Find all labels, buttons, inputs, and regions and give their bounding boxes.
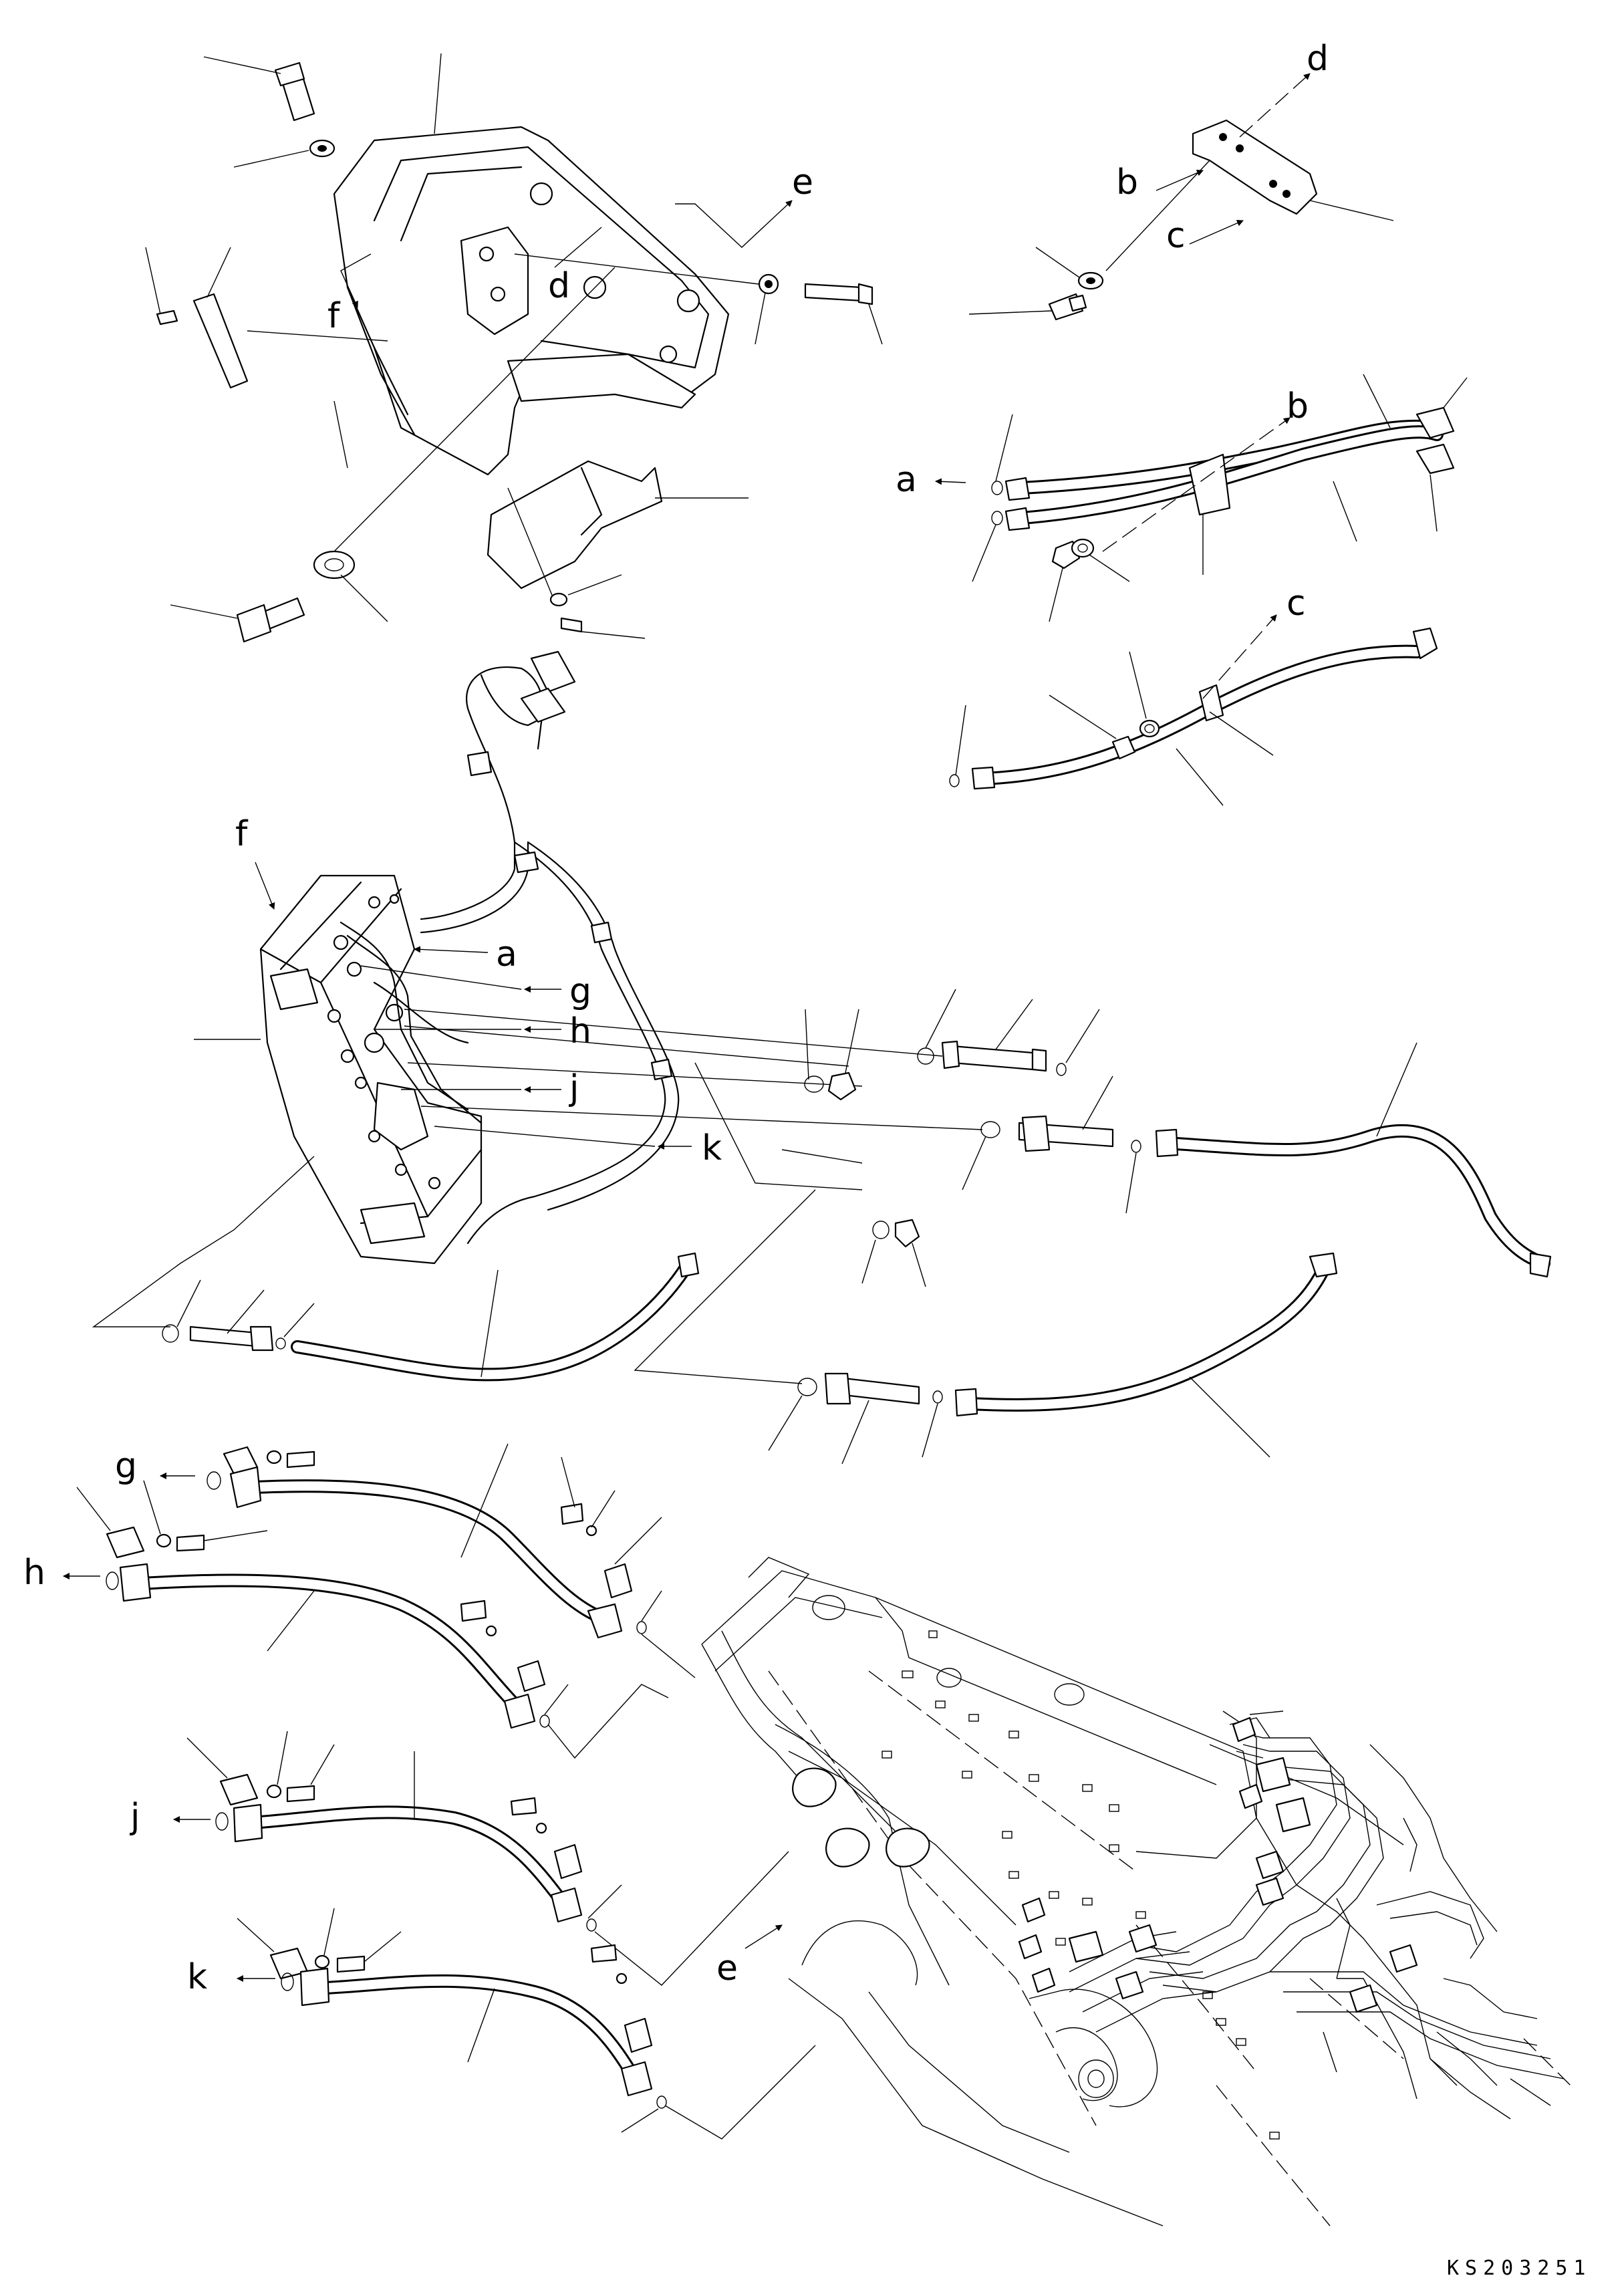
callout-h-lower: h: [23, 1553, 100, 1593]
svg-text:g: g: [115, 1446, 137, 1486]
hose-nut-upper: [1049, 538, 1130, 622]
valve-port-leader-2: [404, 1025, 849, 1067]
svg-text:h: h: [569, 1011, 591, 1051]
svg-text:f: f: [327, 296, 341, 336]
main-hose-lower: [954, 1252, 1338, 1458]
adapter-fitting-middle: [962, 1075, 1141, 1214]
svg-text:c: c: [1166, 216, 1186, 256]
bracket-washer-bottom: [313, 267, 616, 622]
hose-assembly-j: [186, 1731, 789, 1986]
callout-f-valve: f: [235, 814, 275, 910]
callout-c-hoses: c: [1202, 584, 1306, 699]
clamp-bolt: [968, 293, 1087, 321]
valve-port-leader-3: [407, 1062, 863, 1087]
callout-d-bracket: d: [1239, 39, 1329, 138]
svg-text:a: a: [496, 934, 517, 975]
svg-text:b: b: [1287, 386, 1309, 426]
control-valve-block: [92, 874, 483, 1327]
clamp-plate-left: [145, 247, 388, 389]
callout-a-hoses: a: [896, 460, 966, 500]
valve-mounting-bracket: [333, 53, 730, 476]
bracket-bolt-right: [804, 283, 883, 345]
callout-e-top: e: [675, 162, 813, 248]
svg-text:g: g: [569, 971, 591, 1011]
callout-h-valve: h: [374, 1011, 591, 1051]
callout-e-frame: e: [716, 1924, 783, 1989]
elbow-plug-set: [861, 1219, 926, 1287]
pilot-hose-pair: [1004, 374, 1468, 575]
adapter-fitting-lower: [634, 1189, 943, 1464]
svg-text:k: k: [702, 1128, 722, 1168]
svg-text:e: e: [716, 1948, 738, 1989]
callout-g-valve: g: [360, 965, 591, 1011]
bracket-washer-top: [233, 139, 335, 168]
svg-text:d: d: [1307, 39, 1329, 79]
callout-k-valve: k: [434, 1126, 722, 1168]
svg-text:d: d: [548, 266, 570, 306]
main-hose-left: [291, 1252, 700, 1382]
svg-text:f: f: [235, 814, 249, 854]
callout-a-valve: a: [414, 934, 517, 975]
valve-port-leader-6: [781, 1149, 863, 1164]
pilot-hose-orings: [972, 414, 1013, 582]
clamp-washer: [1035, 247, 1104, 290]
callout-d-top: d: [548, 227, 602, 306]
svg-text:e: e: [792, 162, 813, 203]
callout-k-lower: k: [187, 1957, 275, 1997]
wiring-harness: [420, 650, 680, 1245]
svg-text:c: c: [1287, 584, 1306, 624]
frame-hydraulic-piping: [1018, 1710, 1565, 2106]
hose-g-washer-set: [76, 1480, 268, 1559]
svg-text:k: k: [187, 1957, 207, 1997]
callout-b-hoses: b: [1102, 386, 1309, 552]
hose-assembly-h: [106, 1563, 669, 1759]
svg-text:j: j: [569, 1068, 579, 1108]
callout-c-bracket: c: [1166, 216, 1244, 256]
valve-port-leader-1: [404, 1009, 943, 1057]
cover-small-bolt: [549, 574, 646, 639]
svg-text:a: a: [896, 460, 917, 500]
adapter-fitting-left: [162, 1279, 315, 1352]
valve-port-leader-4: [420, 1106, 983, 1130]
bracket-washer-right: [514, 253, 779, 345]
svg-text:b: b: [1116, 162, 1138, 203]
adapter-fitting-upper: [917, 989, 1100, 1076]
callout-f-top: f: [327, 253, 372, 336]
clamp-bracket: [1105, 119, 1394, 271]
port-plug-set: [804, 1009, 859, 1101]
callout-j-lower: j: [130, 1797, 211, 1837]
drawing-code: KS203251: [1447, 2257, 1592, 2280]
machine-main-frame: [701, 1557, 1571, 2226]
cover-plate: [487, 460, 749, 602]
main-hose-right: [1155, 1042, 1552, 1278]
hose-assembly-g: [207, 1443, 696, 1678]
callout-b-bracket: b: [1116, 162, 1204, 203]
bracket-bolt-top: [203, 56, 315, 122]
hose-assembly-k: [237, 1908, 816, 2140]
return-hose-c: [949, 627, 1438, 806]
bracket-bolt-bottom: [170, 597, 305, 643]
svg-text:h: h: [23, 1553, 45, 1593]
callout-j-valve: j: [401, 1068, 579, 1108]
valve-port-leader-5: [694, 1062, 863, 1190]
callout-g-lower: g: [115, 1446, 195, 1486]
svg-text:j: j: [130, 1797, 140, 1837]
